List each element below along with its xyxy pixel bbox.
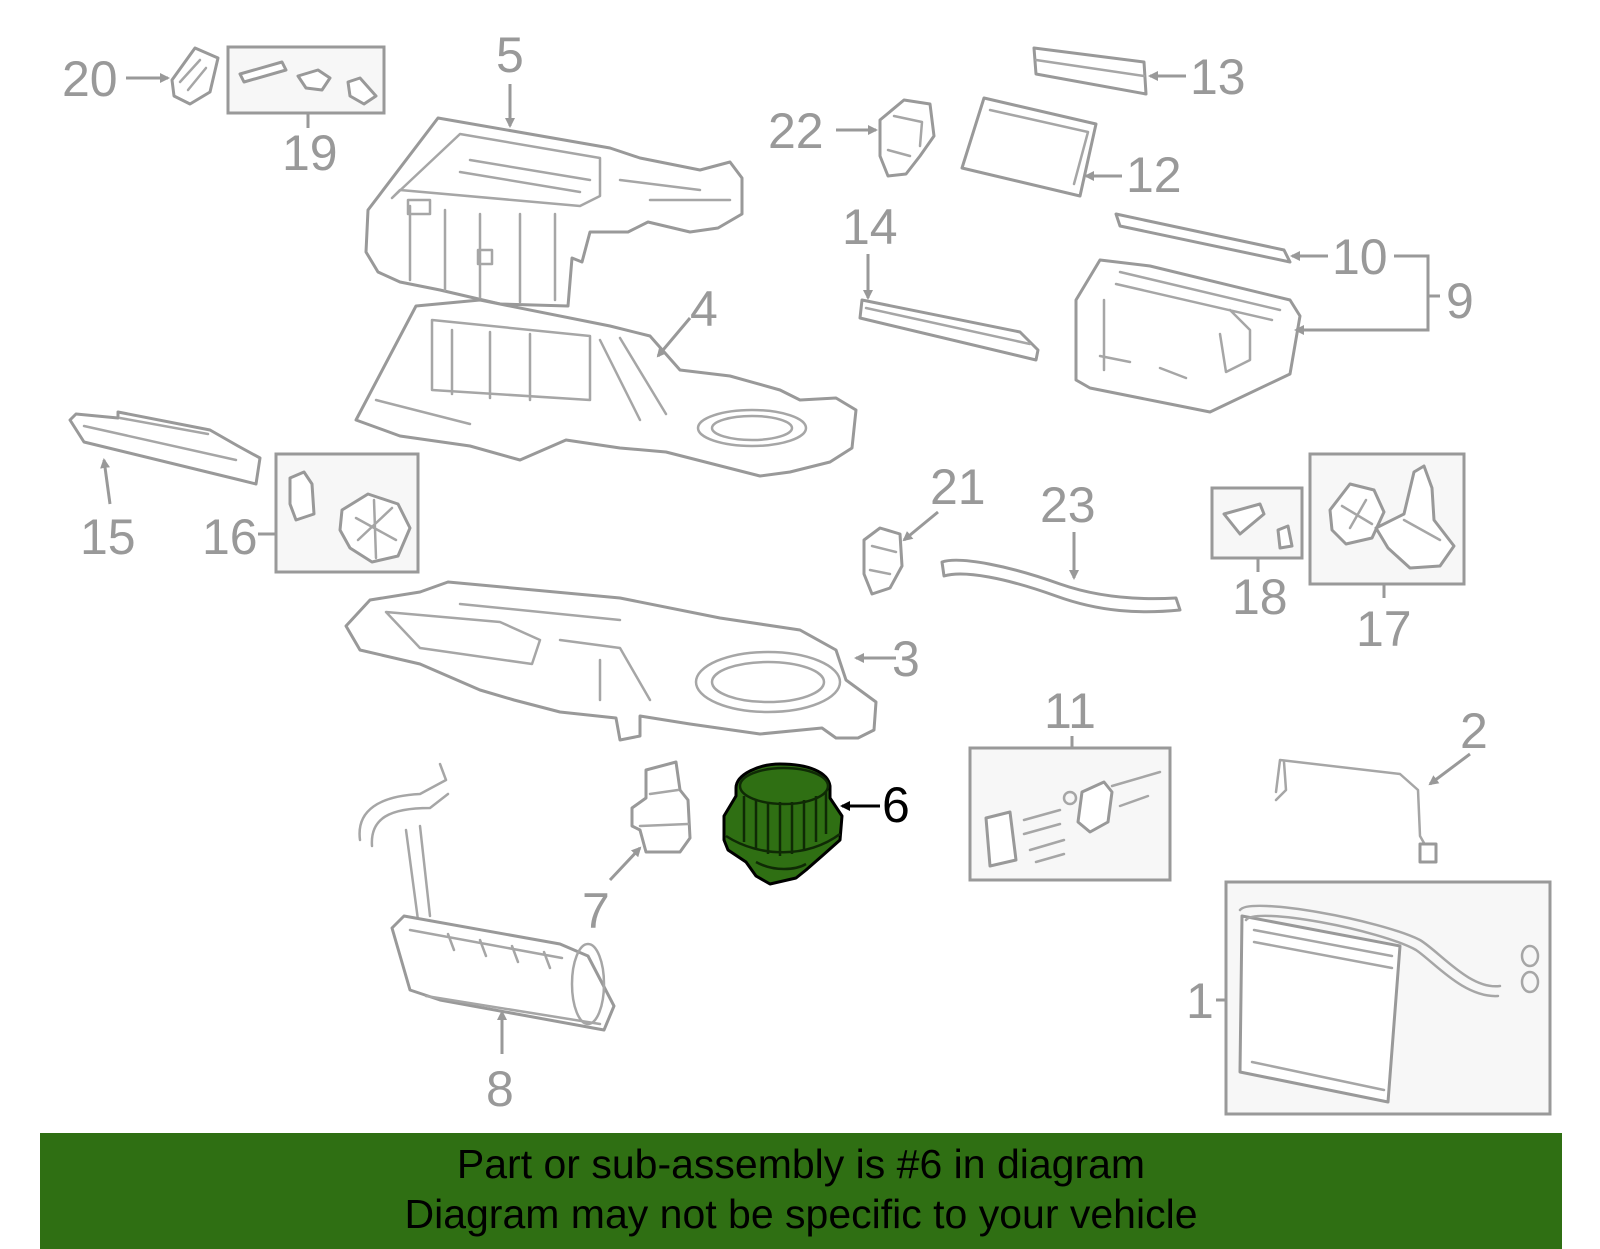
part-13-strip[interactable] bbox=[1032, 46, 1148, 96]
part-18-kit-box[interactable] bbox=[1210, 486, 1304, 560]
part-9-case[interactable] bbox=[1074, 258, 1302, 414]
notice-line-part-number: Part or sub-assembly is #6 in diagram bbox=[456, 1141, 1146, 1187]
callout-label-21: 21 bbox=[930, 459, 986, 515]
callout-23: 23 bbox=[1040, 477, 1096, 580]
part-8-heater-core[interactable] bbox=[358, 762, 616, 1032]
callout-label-13: 13 bbox=[1190, 49, 1246, 105]
part-23-hose[interactable] bbox=[940, 558, 1182, 614]
callout-17: 17 bbox=[1356, 584, 1412, 657]
callout-label-3: 3 bbox=[892, 631, 920, 687]
part-1-kit-box[interactable] bbox=[1224, 880, 1552, 1116]
part-16-kit-box[interactable] bbox=[274, 452, 420, 574]
callout-3: 3 bbox=[854, 631, 920, 687]
callout-label-14: 14 bbox=[842, 199, 898, 255]
callout-20: 20 bbox=[62, 51, 170, 107]
part-6-blower-motor[interactable] bbox=[722, 762, 844, 886]
callout-14: 14 bbox=[842, 199, 898, 300]
callout-label-10: 10 bbox=[1332, 229, 1388, 285]
callout-19: 19 bbox=[282, 113, 338, 181]
part-20-actuator[interactable] bbox=[170, 46, 220, 106]
callout-7: 7 bbox=[582, 846, 642, 939]
part-21-actuator[interactable] bbox=[862, 526, 904, 596]
callout-16: 16 bbox=[202, 509, 276, 565]
callout-label-4: 4 bbox=[690, 281, 718, 337]
callout-label-17: 17 bbox=[1356, 601, 1412, 657]
callout-label-19: 19 bbox=[282, 125, 338, 181]
part-22-actuator[interactable] bbox=[878, 98, 936, 178]
callout-label-1: 1 bbox=[1186, 973, 1214, 1029]
callout-label-16: 16 bbox=[202, 509, 258, 565]
notice-line-disclaimer: Diagram may not be specific to your vehi… bbox=[404, 1191, 1198, 1237]
callout-15: 15 bbox=[80, 458, 136, 565]
part-7-resistor[interactable] bbox=[630, 760, 692, 854]
callout-4: 4 bbox=[656, 281, 718, 358]
part-2-harness[interactable] bbox=[1274, 758, 1438, 864]
callout-label-9: 9 bbox=[1446, 273, 1474, 329]
callout-label-8: 8 bbox=[486, 1061, 514, 1117]
callout-label-20: 20 bbox=[62, 51, 118, 107]
callout-1: 1 bbox=[1186, 973, 1226, 1029]
callout-label-12: 12 bbox=[1126, 147, 1182, 203]
callout-13: 13 bbox=[1148, 49, 1246, 105]
callout-10: 10 bbox=[1290, 229, 1388, 285]
part-3-lower-housing[interactable] bbox=[344, 580, 878, 742]
callout-label-23: 23 bbox=[1040, 477, 1096, 533]
callout-label-11: 11 bbox=[1044, 683, 1096, 739]
part-10-seal[interactable] bbox=[1114, 212, 1292, 264]
callout-11: 11 bbox=[1044, 683, 1096, 748]
part-17-kit-box[interactable] bbox=[1308, 452, 1466, 586]
part-19-kit-box[interactable] bbox=[226, 45, 386, 115]
callout-label-15: 15 bbox=[80, 509, 136, 565]
part-4-main-housing[interactable] bbox=[354, 298, 858, 478]
callout-8: 8 bbox=[486, 1010, 514, 1117]
callout-12: 12 bbox=[1084, 147, 1182, 203]
callout-5: 5 bbox=[496, 27, 524, 128]
callout-6: 6 bbox=[840, 777, 910, 833]
callout-label-2: 2 bbox=[1460, 703, 1488, 759]
callout-label-22: 22 bbox=[768, 103, 824, 159]
callout-2: 2 bbox=[1428, 703, 1488, 786]
part-12-filter[interactable] bbox=[960, 96, 1098, 198]
callout-9: 9 bbox=[1294, 254, 1474, 335]
callout-label-7: 7 bbox=[582, 883, 610, 939]
callout-label-6: 6 bbox=[882, 777, 910, 833]
callout-21: 21 bbox=[902, 459, 986, 542]
callout-22: 22 bbox=[768, 103, 878, 159]
callout-label-5: 5 bbox=[496, 27, 524, 83]
part-15-panel[interactable] bbox=[68, 410, 262, 486]
notice-banner: Part or sub-assembly is #6 in diagram Di… bbox=[40, 1133, 1562, 1249]
part-11-kit-box[interactable] bbox=[968, 746, 1172, 882]
part-5-upper-housing[interactable] bbox=[364, 116, 744, 308]
callout-18: 18 bbox=[1232, 558, 1288, 625]
part-14-seal[interactable] bbox=[858, 298, 1040, 362]
callout-label-18: 18 bbox=[1232, 569, 1288, 625]
